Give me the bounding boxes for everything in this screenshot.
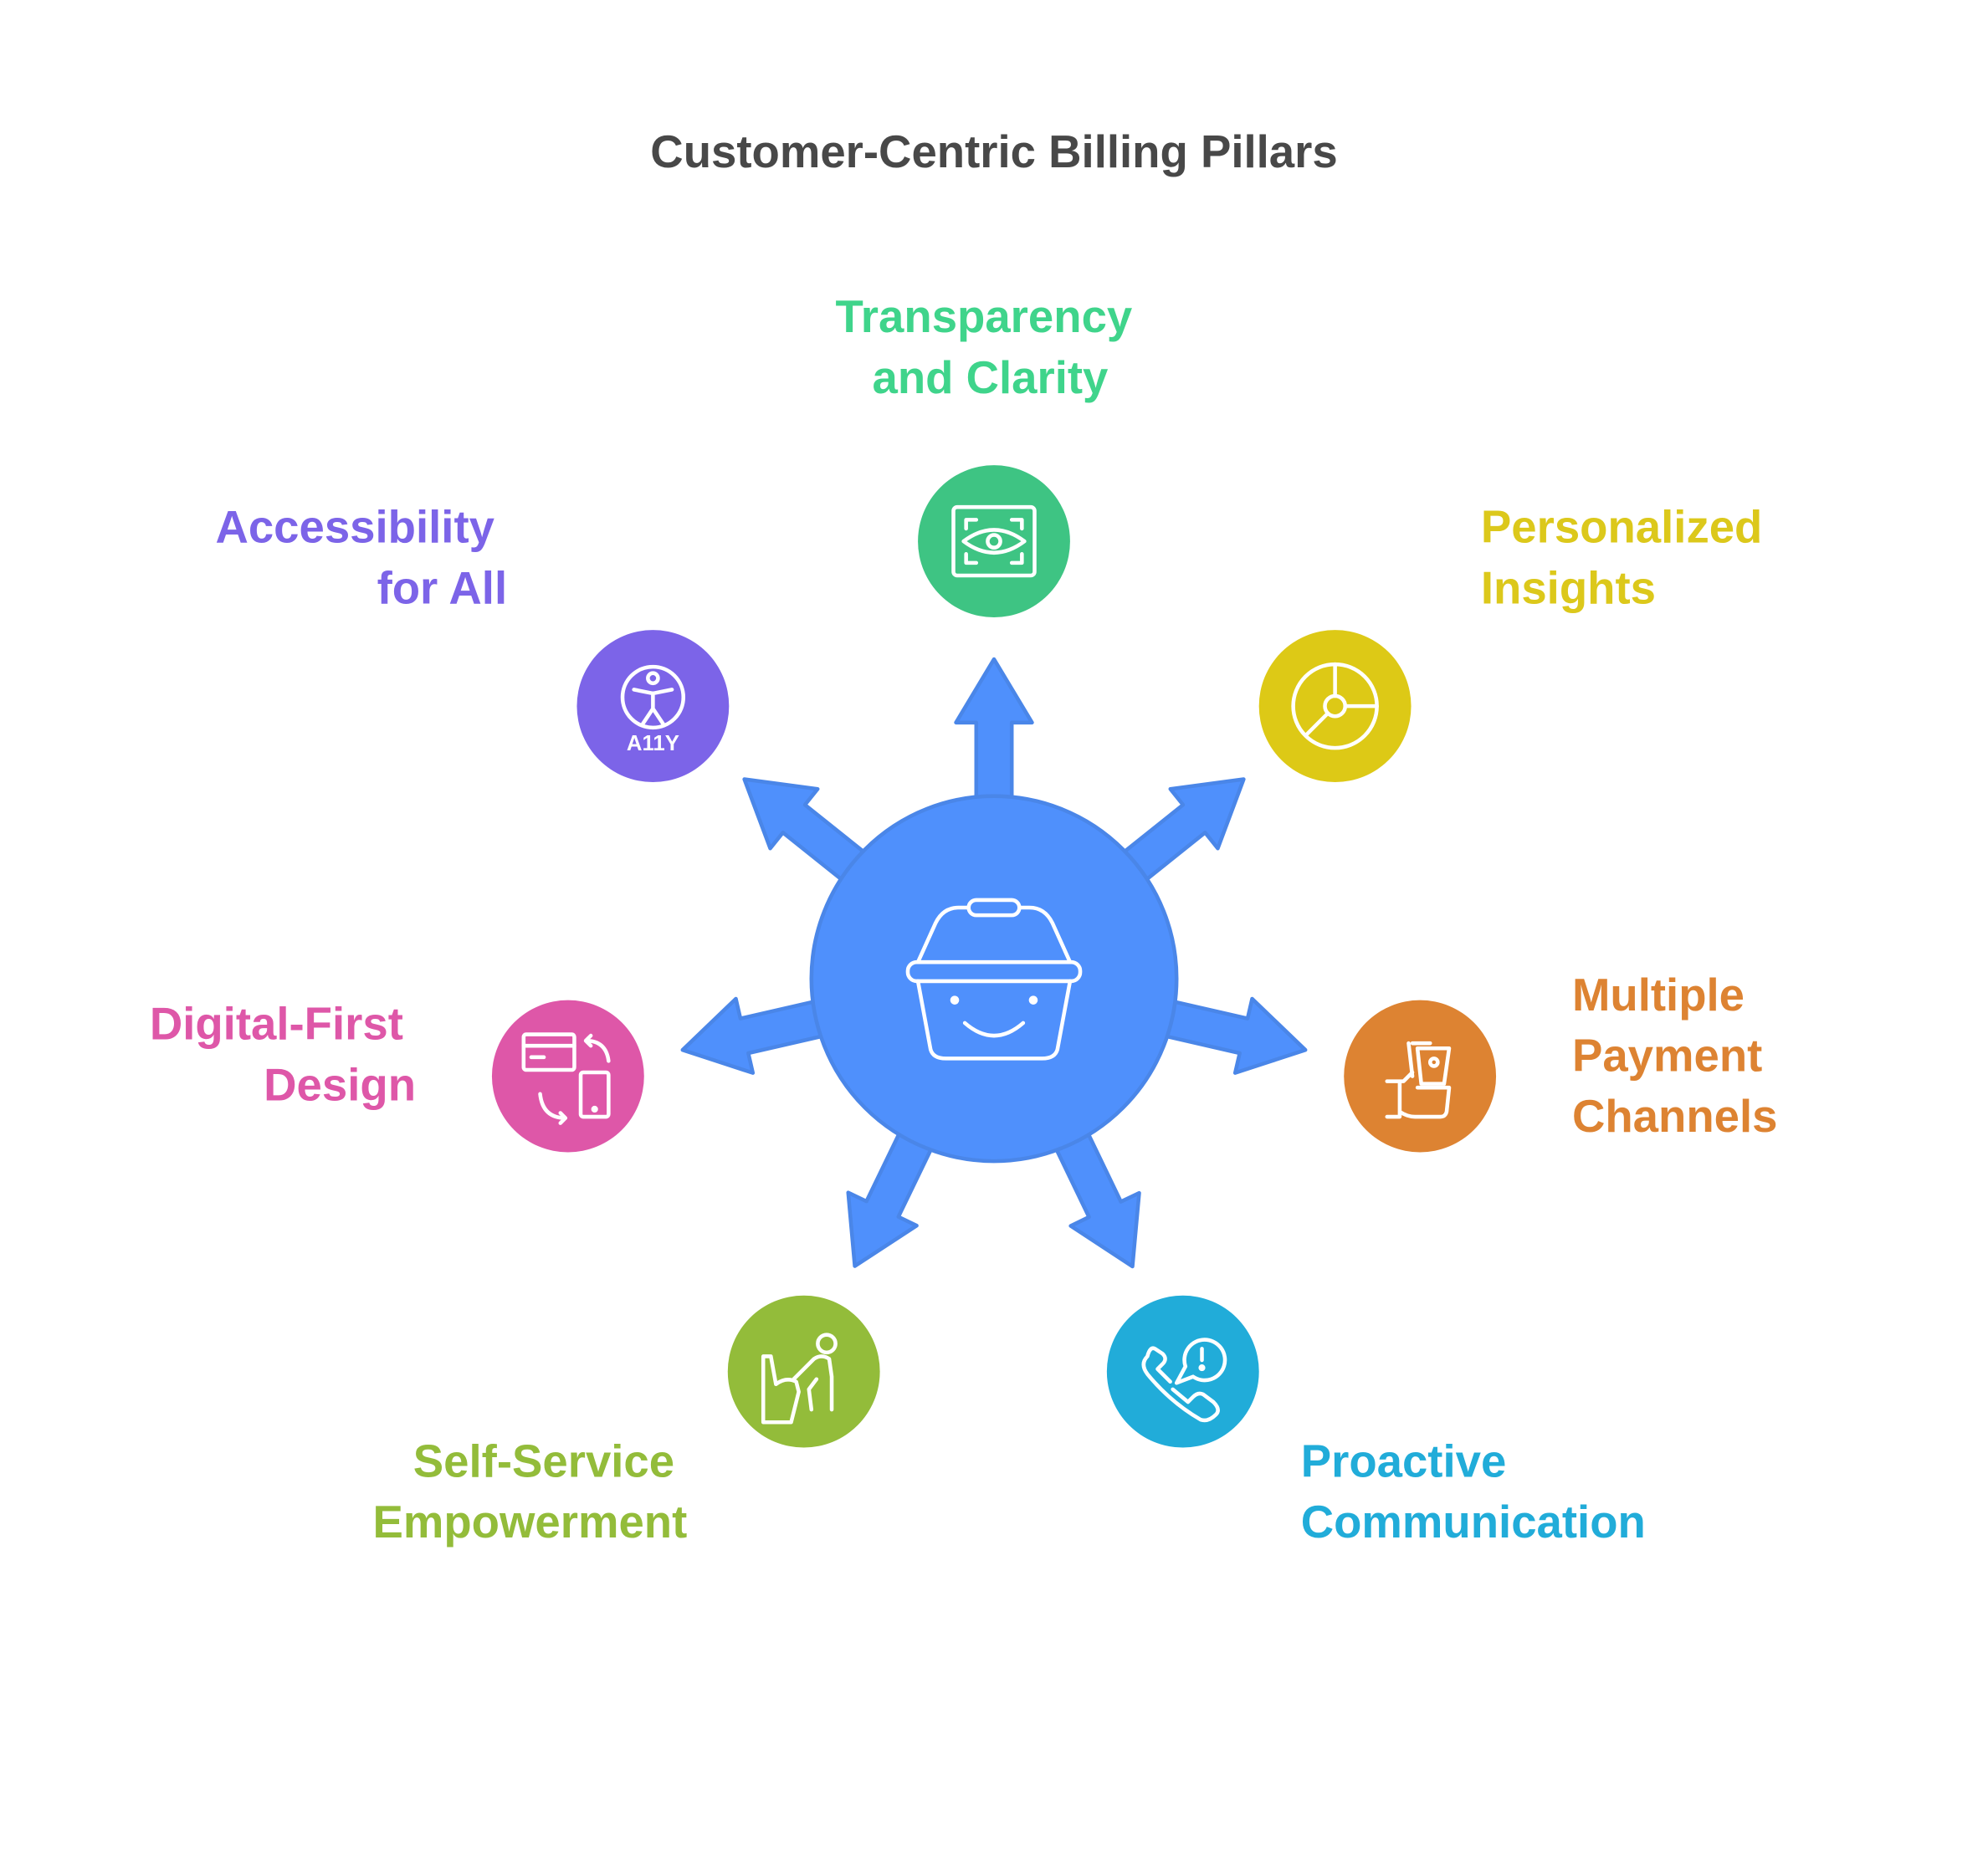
pillar-circle [918,465,1070,618]
diagram-title: Customer-Centric Billing Pillars [650,126,1337,177]
pillar-payment: Multiple Payment Channels [1344,969,1777,1153]
pie-chart-icon [1291,662,1379,750]
pillar-circle [491,1000,644,1153]
pillar-label: Accessibility for All [215,502,507,614]
eye-scan-icon [951,504,1037,578]
pillar-label: Multiple Payment Channels [1572,969,1778,1142]
pillar-label: Self-Service Empowerment [372,1435,687,1548]
person-kiosk-icon [761,1333,838,1425]
hand-cash-icon [1385,1041,1452,1119]
pillar-transparency: Transparency and Clarity [836,291,1145,618]
pillar-label: Digital-First Design [150,999,416,1111]
pillar-proactive: Proactive Communication [1106,1295,1646,1548]
card-phone-sync-icon [521,1032,611,1125]
pillar-label: Proactive Communication [1301,1435,1646,1548]
pillar-digital: Digital-First Design [150,999,644,1153]
center-hub [809,794,1179,1164]
pillar-circle [1258,630,1412,783]
pillar-label: Transparency and Clarity [836,291,1145,403]
pillar-label: Personalized Insights [1481,502,1775,614]
phone-alert-icon [1141,1338,1227,1423]
pillar-accessibility: A11Y Accessibility for All [215,502,730,783]
accessibility-icon: A11Y [620,664,686,755]
pillar-selfservice: Self-Service Empowerment [372,1295,880,1548]
a11y-text: A11Y [627,732,679,755]
smiling-basket-icon [905,898,1083,1061]
pillar-personalized: Personalized Insights [1258,502,1775,783]
